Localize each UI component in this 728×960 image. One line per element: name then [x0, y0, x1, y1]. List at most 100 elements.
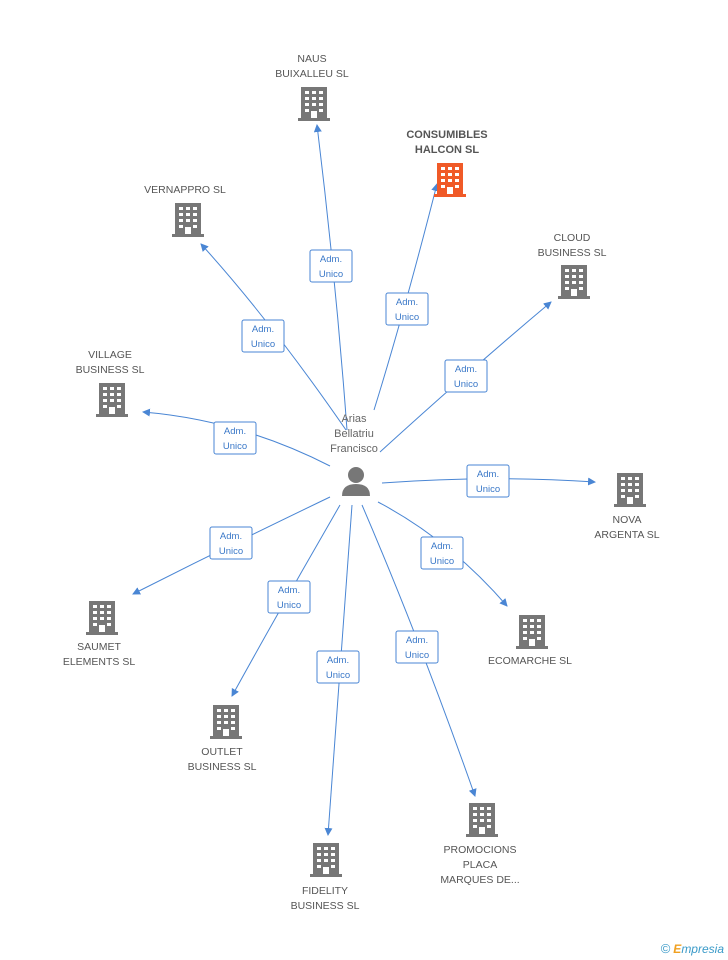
building-icon [96, 383, 128, 417]
building-icon [466, 803, 498, 837]
company-name-line-2: ARGENTA SL [594, 529, 659, 541]
company-name-line-1: NOVA [613, 514, 642, 526]
edge-label-line-1: Adm. [327, 655, 349, 666]
edge-label-frame [309, 249, 353, 283]
edge-label-line-2: Unico [277, 600, 301, 611]
edge-label-line-2: Unico [395, 312, 419, 323]
company-node-consumibles[interactable]: CONSUMIBLES HALCON SL [406, 129, 488, 197]
edge-label-frame [395, 630, 439, 664]
company-node-cloud[interactable]: CLOUD BUSINESS SL [538, 232, 607, 299]
edge-label-line-1: Adm. [224, 426, 246, 437]
edge-label-line-1: Adm. [396, 297, 418, 308]
edge-label-frame [316, 650, 360, 684]
company-name-line-2: BUSINESS SL [538, 247, 607, 259]
edge-village: Adm. Unico [142, 408, 331, 467]
company-name-line-3: MARQUES DE... [440, 874, 519, 886]
edge-label-box[interactable]: Adm. Unico [316, 650, 360, 684]
edge-label-line-1: Adm. [406, 635, 428, 646]
edge-vernappro: Adm. Unico [200, 243, 347, 431]
company-name-line-1: ECOMARCHE SL [488, 655, 572, 667]
edge-label-box[interactable]: Adm. Unico [395, 630, 439, 664]
edge-label-line-2: Unico [476, 484, 500, 495]
edge-label-line-1: Adm. [431, 541, 453, 552]
edge-label-box[interactable]: Adm.Unico [209, 526, 253, 560]
edge-ecomarche: Adm. Unico [377, 501, 508, 607]
edge-label-line-1: Adm. [278, 585, 300, 596]
edge-label-line-2: Unico [223, 441, 247, 452]
company-name-line-1: VERNAPPRO SL [144, 184, 226, 196]
building-icon [298, 87, 330, 121]
company-name-line-2: PLACA [463, 859, 497, 871]
edge-label-line-1: Adm. [320, 254, 342, 265]
edge-label-box[interactable]: Adm. Unico [385, 292, 429, 326]
company-node-naus[interactable]: NAUS BUIXALLEU SL [275, 53, 349, 121]
edge-promocions: Adm. Unico [361, 504, 477, 797]
company-name-line-1: CLOUD [554, 232, 591, 244]
building-icon [310, 843, 342, 877]
person-node[interactable]: Arias Bellatriu Francisco [330, 413, 378, 496]
person-name-line-2: Bellatriu [334, 428, 374, 440]
edge-label-line-2: Unico [430, 556, 454, 567]
company-node-fidelity[interactable]: FIDELITY BUSINESS SL [291, 843, 360, 912]
company-name-line-2: ELEMENTS SL [63, 656, 136, 668]
edge-saumet: Adm.Unico [132, 496, 331, 595]
building-icon [516, 615, 548, 649]
edge-naus: Adm. Unico [309, 124, 353, 431]
person-icon [342, 467, 370, 496]
edge-label-box[interactable]: Adm. Unico [466, 464, 510, 498]
building-icon [172, 203, 204, 237]
building-icon [210, 705, 242, 739]
brand-name: mpresia [681, 942, 724, 956]
edge-label-frame [385, 292, 429, 326]
company-name-line-1: FIDELITY [302, 885, 348, 897]
building-icon [558, 265, 590, 299]
edge-label-box[interactable]: Adm. Unico [420, 536, 464, 570]
edge-label-line-2: Unico [454, 379, 478, 390]
company-node-nova[interactable]: NOVA ARGENTA SL [594, 473, 660, 541]
edge-nova: Adm. Unico [381, 464, 596, 498]
edge-label-box[interactable]: Adm. Unico [241, 319, 285, 353]
building-icon [86, 601, 118, 635]
person-name-line-1: Arias [341, 413, 367, 425]
edge-label-line-2: Unico [251, 339, 275, 350]
company-node-saumet[interactable]: SAUMET ELEMENTS SL [63, 601, 136, 668]
edge-label-line-2: Unico [319, 269, 343, 280]
company-name-line-1: SAUMET [77, 641, 121, 653]
edge-outlet: Adm. Unico [231, 504, 341, 697]
company-name-line-2: BUSINESS SL [76, 364, 145, 376]
copyright-symbol: © [660, 941, 671, 956]
company-node-ecomarche[interactable]: ECOMARCHE SL [488, 615, 572, 667]
edge-label-line-2: Unico [326, 670, 350, 681]
edge-label-box[interactable]: Adm. Unico [309, 249, 353, 283]
company-name-line-1: OUTLET [201, 746, 243, 758]
edge-label-frame [209, 526, 253, 560]
edge-label-box[interactable]: Adm. Unico [444, 359, 488, 393]
brand-logo: ©Empresia [661, 941, 724, 956]
edge-consumibles: Adm. Unico [373, 183, 440, 411]
company-name-line-1: PROMOCIONS [444, 844, 517, 856]
company-name-line-1: CONSUMIBLES [406, 129, 487, 141]
edge-label-line-1: Adm. [455, 364, 477, 375]
company-name-line-2: BUIXALLEU SL [275, 68, 349, 80]
company-node-promocions[interactable]: PROMOCIONS PLACA MARQUES DE... [440, 803, 520, 886]
edge-label-frame [241, 319, 285, 353]
company-name-line-2: HALCON SL [415, 144, 479, 156]
edge-cloud: Adm. Unico [379, 301, 552, 453]
company-node-vernappro[interactable]: VERNAPPRO SL [144, 184, 226, 237]
edge-label-frame [420, 536, 464, 570]
company-name-line-2: BUSINESS SL [291, 900, 360, 912]
brand-initial: E [673, 942, 682, 956]
edge-label-line-1: Adm. [252, 324, 274, 335]
company-name-line-1: NAUS [297, 53, 326, 65]
edge-label-line-2: Unico [405, 650, 429, 661]
building-icon [434, 163, 466, 197]
person-name-line-3: Francisco [330, 443, 378, 455]
edge-label-frame [466, 464, 510, 498]
edge-label-frame [267, 580, 311, 614]
edge-label-box[interactable]: Adm. Unico [213, 421, 257, 455]
edge-label-line-1: Adm. [477, 469, 499, 480]
edge-label-box[interactable]: Adm. Unico [267, 580, 311, 614]
